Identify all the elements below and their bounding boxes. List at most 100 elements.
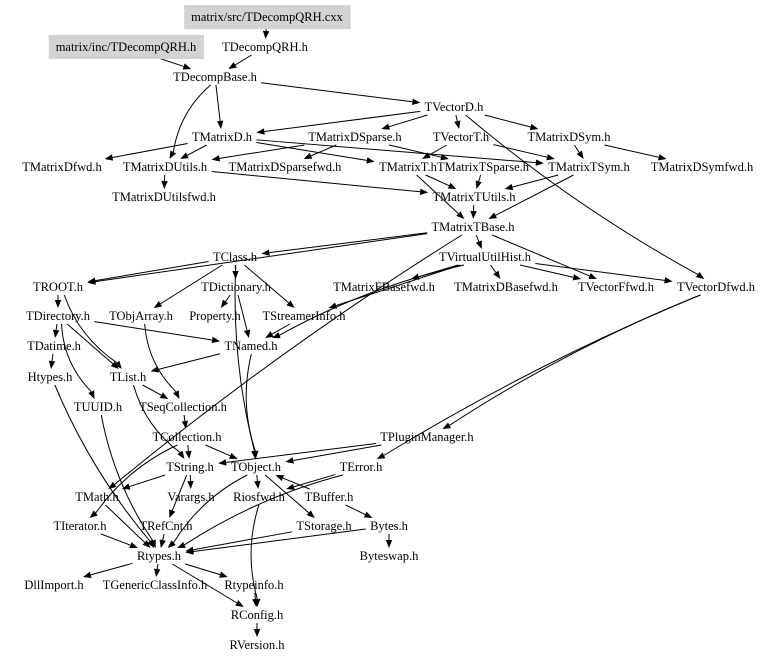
edge-titerator-to-rtypes [100, 533, 138, 549]
arrowhead-icon [159, 539, 166, 548]
node-tmatrixfbasefwd[interactable]: TMatrixFBasefwd.h [333, 280, 435, 294]
node-tvectord[interactable]: TVectorD.h [425, 100, 484, 114]
edge-tstring-to-tmath [121, 474, 166, 490]
node-tvectordfwd[interactable]: TVectorDfwd.h [677, 280, 756, 294]
node-label: matrix/inc/TDecompQRH.h [56, 40, 197, 54]
node-troot[interactable]: TROOT.h [33, 280, 84, 294]
edge-line [100, 414, 154, 541]
node-property[interactable]: Property.h [189, 309, 241, 323]
edge-line [144, 323, 177, 393]
arrowhead-icon [454, 120, 461, 129]
edge-tvirtualutilhist-to-tmatrixdbasefwd [490, 264, 501, 279]
node-rtypes[interactable]: Rtypes.h [137, 549, 182, 563]
node-trefcnt[interactable]: TRefCnt.h [139, 519, 193, 533]
node-varargs[interactable]: Varargs.h [167, 490, 215, 504]
node-tdatime[interactable]: TDatime.h [27, 339, 82, 353]
node-tmatrixtsym[interactable]: TMatrixTSym.h [548, 160, 630, 174]
node-tclass[interactable]: TClass.h [213, 250, 258, 264]
edge-tvectort-to-tmatrixt [422, 144, 448, 159]
node-rversion[interactable]: RVersion.h [230, 638, 286, 652]
edge-line [475, 234, 480, 242]
node-tmatrixt[interactable]: TMatrixT.h [379, 160, 437, 174]
edge-troot-to-tlist [63, 294, 122, 369]
edge-line [162, 533, 165, 541]
node-tmatrixdsparse[interactable]: TMatrixDSparse.h [308, 130, 402, 144]
node-bytes[interactable]: Bytes.h [370, 519, 409, 533]
node-tcollection[interactable]: TCollection.h [152, 430, 222, 444]
node-tvectort[interactable]: TVectorT.h [433, 130, 490, 144]
edge-line [310, 144, 337, 157]
node-tdecompbase[interactable]: TDecompBase.h [173, 70, 257, 84]
node-tmatrixdutilsfwd[interactable]: TMatrixDUtilsfwd.h [112, 190, 217, 204]
node-label: TVectorFfwd.h [578, 280, 655, 294]
node-rtypeinfo[interactable]: Rtypeinfo.h [224, 578, 284, 592]
node-tmatrixdsym[interactable]: TMatrixDSym.h [528, 130, 612, 144]
node-rconfig[interactable]: RConfig.h [231, 608, 284, 622]
arrowhead-icon [142, 540, 151, 548]
highlight-box [184, 5, 351, 29]
node-tobjarray[interactable]: TObjArray.h [109, 309, 174, 323]
node-byteswap[interactable]: Byteswap.h [360, 549, 419, 563]
node-tstorage[interactable]: TStorage.h [296, 519, 352, 533]
node-label: TROOT.h [33, 280, 84, 294]
node-tvectorffwd[interactable]: TVectorFfwd.h [578, 280, 655, 294]
node-tuuid[interactable]: TUUID.h [74, 400, 123, 414]
node-tmatrixdsymfwd[interactable]: TMatrixDSymfwd.h [651, 160, 754, 174]
node-tmath[interactable]: TMath.h [75, 490, 119, 504]
node-tmatrixdutils[interactable]: TMatrixDUtils.h [123, 160, 208, 174]
edge-tmatrixd-to-tmatrixdfwd [104, 142, 188, 161]
arrowhead-icon [89, 510, 98, 518]
node-terror[interactable]: TError.h [340, 460, 383, 474]
node-tbuffer[interactable]: TBuffer.h [305, 490, 354, 504]
arrowhead-icon [87, 277, 96, 284]
edge-line [193, 531, 293, 551]
edge-line [293, 444, 382, 461]
node-tmatrixdfwd[interactable]: TMatrixDfwd.h [22, 160, 102, 174]
arrowhead-icon [104, 154, 114, 161]
arrowhead-icon [535, 159, 544, 166]
node-tstreamerinfo[interactable]: TStreamerInfo.h [263, 309, 347, 323]
edge-line [90, 562, 133, 576]
node-titerator[interactable]: TIterator.h [53, 519, 107, 533]
node-tmatrixtsparse[interactable]: TMatrixTSparse.h [437, 160, 530, 174]
node-tmatrixdsparsefwd[interactable]: TMatrixDSparsefwd.h [229, 160, 343, 174]
arrowhead-icon [228, 452, 238, 459]
node-tstring[interactable]: TString.h [166, 460, 214, 474]
arrowhead-icon [177, 541, 186, 548]
node-tlist[interactable]: TList.h [110, 370, 147, 384]
arrowhead-icon [185, 450, 192, 459]
edge-tmatrixdsparse-to-tmatrixdsparsefwd [303, 144, 337, 159]
node-tdirectory[interactable]: TDirectory.h [26, 309, 91, 323]
node-src-cxx[interactable]: matrix/src/TDecompQRH.cxx [184, 5, 351, 29]
node-tmatrixdbasefwd[interactable]: TMatrixDBasefwd.h [454, 280, 559, 294]
node-tobject[interactable]: TObject.h [231, 460, 282, 474]
node-label: TMatrixTUtils.h [433, 190, 517, 204]
node-tmatrixtbase[interactable]: TMatrixTBase.h [432, 220, 516, 234]
node-tpluginmanager[interactable]: TPluginManager.h [380, 430, 474, 444]
edge-tstring-to-varargs [187, 474, 194, 489]
node-inc-h[interactable]: matrix/inc/TDecompQRH.h [48, 35, 205, 59]
arrowhead-icon [52, 329, 60, 338]
arrowhead-icon [529, 123, 539, 131]
node-tdictionary[interactable]: TDictionary.h [201, 280, 271, 294]
node-dllimport[interactable]: DllImport.h [24, 578, 84, 592]
node-label: RVersion.h [230, 638, 286, 652]
node-tnamed[interactable]: TNamed.h [224, 339, 278, 353]
node-tmatrixd[interactable]: TMatrixD.h [192, 130, 253, 144]
node-tdecompqrh[interactable]: TDecompQRH.h [222, 40, 308, 54]
arrowhead-icon [82, 571, 92, 578]
arrowhead-icon [211, 336, 221, 344]
node-riosfwd[interactable]: Riosfwd.h [233, 490, 285, 504]
node-htypes[interactable]: Htypes.h [28, 370, 74, 384]
node-tmatrixtutils[interactable]: TMatrixTUtils.h [433, 190, 517, 204]
node-label: TVectorT.h [433, 130, 490, 144]
node-tvirtualutilhist[interactable]: TVirtualUtilHist.h [439, 250, 532, 264]
node-label: Rtypeinfo.h [224, 578, 284, 592]
node-label: TVectorD.h [425, 100, 484, 114]
edge-bytes-to-rtypes [185, 528, 366, 555]
arrowhead-icon [218, 459, 227, 466]
node-label: TMatrixDfwd.h [22, 160, 102, 174]
arrowhead-icon [272, 332, 281, 339]
node-tgenericclassinfo[interactable]: TGenericClassInfo.h [103, 578, 208, 592]
node-tseqcollection[interactable]: TSeqCollection.h [139, 400, 228, 414]
